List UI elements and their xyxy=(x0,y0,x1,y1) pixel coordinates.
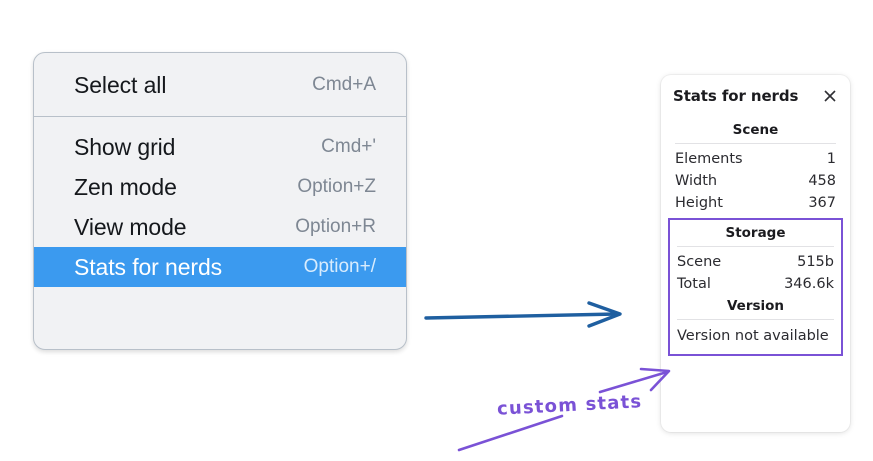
section-heading: Version xyxy=(726,298,785,314)
section-heading: Scene xyxy=(732,122,779,138)
stat-label: Total xyxy=(677,276,711,292)
menu-item-zen-mode[interactable]: Zen mode Option+Z xyxy=(34,167,406,207)
stats-for-nerds-panel: Stats for nerds Scene Elements 1 Width 4… xyxy=(661,75,850,432)
menu-group-2: Show grid Cmd+' Zen mode Option+Z View m… xyxy=(34,117,406,297)
stat-row-storage-scene: Scene 515b xyxy=(674,251,837,273)
section-divider xyxy=(677,246,834,247)
handwritten-note: custom stats xyxy=(496,391,643,420)
stat-value: 346.6k xyxy=(784,276,834,292)
menu-item-shortcut: Option+/ xyxy=(303,256,376,277)
stat-row-storage-total: Total 346.6k xyxy=(674,273,837,295)
note-underline-stroke xyxy=(457,414,564,452)
stat-label: Elements xyxy=(675,151,743,167)
stat-label: Scene xyxy=(677,254,722,270)
menu-item-shortcut: Option+Z xyxy=(297,176,376,197)
stats-section-version: Version Version not available xyxy=(674,295,837,348)
menu-item-label: Zen mode xyxy=(74,173,177,200)
menu-item-show-grid[interactable]: Show grid Cmd+' xyxy=(34,127,406,167)
custom-stats-pointer-arrow-icon xyxy=(598,367,671,394)
section-divider xyxy=(675,143,836,144)
menu-item-stats-for-nerds[interactable]: Stats for nerds Option+/ xyxy=(34,247,406,287)
version-status-text: Version not available xyxy=(677,328,829,344)
section-heading: Storage xyxy=(725,225,786,241)
close-icon[interactable] xyxy=(822,88,838,104)
menu-item-shortcut: Option+R xyxy=(295,216,376,237)
stats-section-scene: Scene Elements 1 Width 458 Height 367 xyxy=(672,119,839,214)
menu-item-select-all[interactable]: Select all Cmd+A xyxy=(34,65,406,105)
flow-arrow-icon xyxy=(424,301,622,328)
stat-row-elements: Elements 1 xyxy=(672,148,839,170)
stat-value: 1 xyxy=(826,151,836,167)
stat-value: 367 xyxy=(808,195,836,211)
menu-item-label: Stats for nerds xyxy=(74,253,223,280)
stats-section-storage: Storage Scene 515b Total 346.6k xyxy=(674,222,837,295)
panel-title: Stats for nerds xyxy=(673,87,799,105)
stat-label: Height xyxy=(675,195,723,211)
stat-row-height: Height 367 xyxy=(672,192,839,214)
custom-stats-highlight-box: Storage Scene 515b Total 346.6k Version … xyxy=(668,218,843,356)
stat-value: 515b xyxy=(797,254,834,270)
stat-row-width: Width 458 xyxy=(672,170,839,192)
menu-item-label: Select all xyxy=(74,71,167,98)
menu-item-label: Show grid xyxy=(74,133,176,160)
menu-item-shortcut: Cmd+A xyxy=(312,74,376,95)
menu-group-1: Select all Cmd+A xyxy=(34,53,406,116)
context-menu: Select all Cmd+A Show grid Cmd+' Zen mod… xyxy=(33,52,407,350)
section-divider xyxy=(677,319,834,320)
stats-panel-header: Stats for nerds xyxy=(672,87,839,105)
menu-item-view-mode[interactable]: View mode Option+R xyxy=(34,207,406,247)
menu-item-label: View mode xyxy=(74,213,187,240)
menu-item-shortcut: Cmd+' xyxy=(321,136,376,157)
stat-label: Width xyxy=(675,173,718,189)
stat-value: 458 xyxy=(808,173,836,189)
menu-divider xyxy=(34,116,406,117)
